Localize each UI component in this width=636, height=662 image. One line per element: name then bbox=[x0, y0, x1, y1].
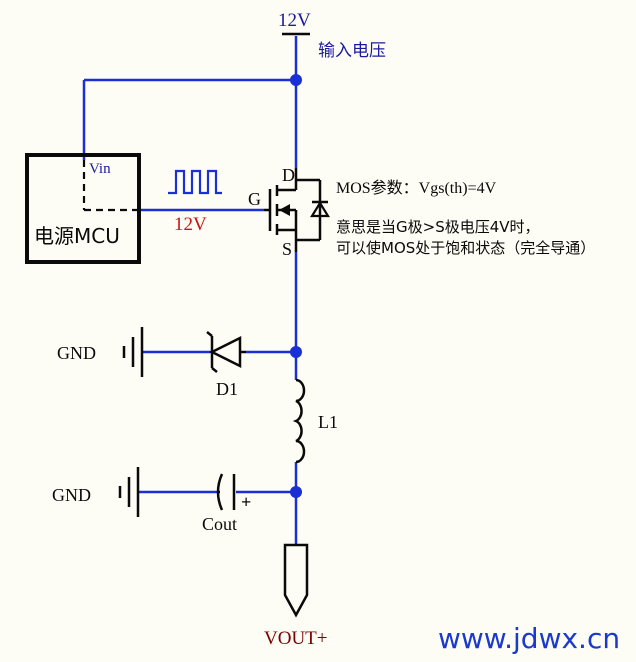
mos-note-line1: 意思是当G极>S极电压4V时， bbox=[336, 218, 540, 236]
diode-label: D1 bbox=[216, 379, 238, 399]
junction-dot bbox=[290, 74, 302, 86]
junction-dot bbox=[290, 486, 302, 498]
source-pin-label: S bbox=[282, 239, 292, 259]
mosfet-arrow bbox=[279, 204, 290, 216]
output-label: VOUT+ bbox=[264, 628, 328, 649]
gnd-bottom-label: GND bbox=[52, 485, 91, 505]
ground-symbol-bottom bbox=[118, 467, 140, 517]
mcu-block-label: 电源MCU bbox=[34, 224, 120, 248]
gate-pin-label: G bbox=[248, 189, 261, 209]
inductor-l1 bbox=[292, 378, 306, 464]
junctions bbox=[290, 74, 302, 498]
vin-pin-label: Vin bbox=[89, 161, 111, 177]
capacitor-label: Cout bbox=[202, 514, 237, 534]
inductor-label: L1 bbox=[318, 412, 338, 432]
input-voltage-label: 输入电压 bbox=[318, 41, 386, 61]
diode-d1 bbox=[206, 331, 246, 373]
output-port-symbol bbox=[283, 543, 309, 618]
body-diode-triangle bbox=[310, 200, 330, 218]
mos-param-label: MOS参数：Vgs(th)=4V bbox=[336, 179, 497, 197]
ground-symbol-top bbox=[122, 327, 144, 377]
pwm-amplitude-label: 12V bbox=[174, 214, 207, 235]
drain-pin-label: D bbox=[282, 165, 295, 185]
junction-dot bbox=[290, 346, 302, 358]
gnd-top-label: GND bbox=[57, 343, 96, 363]
watermark: www.jdwx.cn bbox=[438, 622, 620, 655]
capacitor-plus-sign: + bbox=[241, 492, 251, 512]
pwm-waveform-icon bbox=[168, 169, 222, 195]
mcu-internal-path bbox=[82, 160, 137, 212]
supply-voltage-label: 12V bbox=[278, 10, 311, 31]
wires bbox=[82, 36, 298, 545]
mcu-block bbox=[25, 153, 141, 264]
mos-note-line2: 可以使MOS处于饱和状态（完全导通） bbox=[336, 239, 595, 257]
capacitor-cout bbox=[216, 473, 236, 511]
mosfet-symbol bbox=[264, 168, 328, 252]
